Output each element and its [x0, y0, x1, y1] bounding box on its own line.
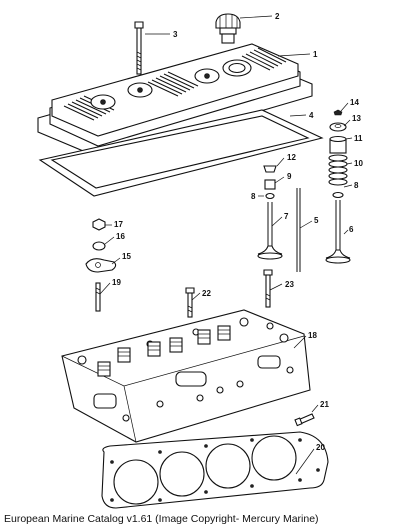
callout-16: 16	[116, 232, 125, 241]
callout-12: 12	[287, 153, 296, 162]
callout-17: 17	[114, 220, 123, 229]
callout-4: 4	[309, 111, 314, 120]
part-2-oil-filler-cap	[215, 13, 241, 44]
part-19-rocker-stud	[95, 282, 101, 312]
callout-labels: 3 2 1 4 5 6 7 8 8 9 10 11 12 13 14 15 16…	[112, 12, 363, 452]
callout-1: 1	[313, 50, 318, 59]
callout-13: 13	[352, 114, 361, 123]
callout-23: 23	[285, 280, 294, 289]
callout-9: 9	[287, 172, 292, 181]
part-16-rocker-ball	[92, 241, 106, 251]
callout-10: 10	[354, 159, 363, 168]
leader-lines	[99, 15, 353, 475]
callout-14: 14	[350, 98, 359, 107]
part-4-cover-gasket	[38, 109, 324, 197]
callout-18: 18	[308, 331, 317, 340]
part-9-valve-seal	[264, 179, 276, 190]
callout-8-right: 8	[354, 181, 359, 190]
part-10-valve-spring	[328, 154, 348, 186]
head-valve-springs	[97, 325, 231, 377]
part-14-valve-lock	[333, 109, 343, 116]
part-12-spring-retainer	[263, 165, 277, 173]
part-8-oil-seal-right	[332, 191, 344, 199]
part-17-rocker-nut	[92, 218, 106, 231]
callout-6: 6	[349, 225, 354, 234]
part-18-cylinder-head	[61, 309, 311, 443]
callout-15: 15	[122, 252, 131, 261]
part-3-cover-bolt	[134, 21, 144, 75]
part-13-spring-cap	[329, 122, 347, 132]
part-5-pushrod	[296, 188, 301, 272]
part-11-spring-shield	[329, 135, 347, 154]
catalog-caption: European Marine Catalog v1.61 (Image Cop…	[4, 513, 319, 525]
part-15-rocker-arm	[85, 258, 117, 273]
part-21-bolt	[294, 413, 315, 427]
callout-3: 3	[173, 30, 178, 39]
callout-21: 21	[320, 400, 329, 409]
callout-5: 5	[314, 216, 319, 225]
callout-11: 11	[354, 134, 363, 143]
callout-7: 7	[284, 212, 289, 221]
part-8-oil-seal-left	[265, 192, 275, 200]
callout-19: 19	[112, 278, 121, 287]
callout-8-left: 8	[251, 192, 256, 201]
head-ports	[93, 355, 294, 422]
part-20-head-gasket	[101, 431, 329, 509]
callout-20: 20	[316, 443, 325, 452]
callout-2: 2	[275, 12, 280, 21]
part-6-exhaust-valve	[325, 200, 351, 264]
part-23-head-bolt	[263, 269, 273, 308]
part-1-valve-cover	[37, 43, 313, 159]
part-22-head-bolt	[185, 287, 195, 318]
part-7-intake-valve	[257, 202, 283, 260]
callout-22: 22	[202, 289, 211, 298]
